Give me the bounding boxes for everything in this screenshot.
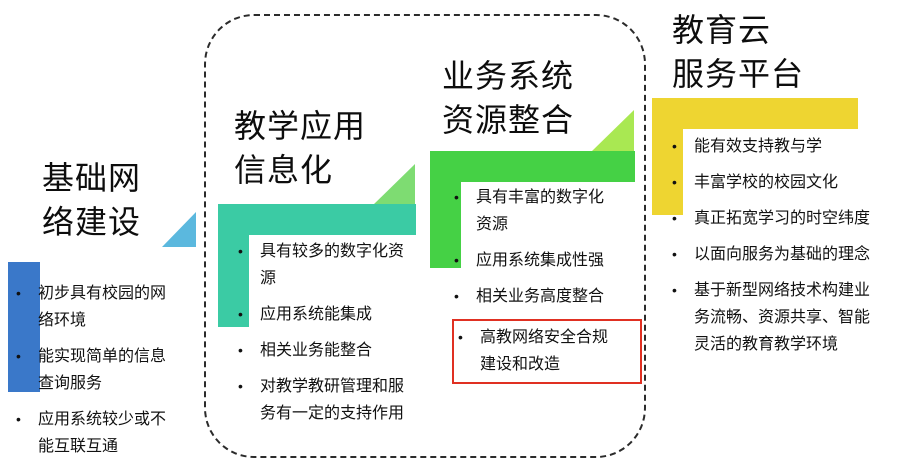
- highlighted-bullet-item: • 高教网络安全合规建设和改造: [452, 319, 642, 384]
- stage1-bullet-list: • 初步具有校园的网络环境 • 能实现简单的信息查询服务 • 应用系统较少或不能…: [14, 280, 172, 469]
- stage3-horizontal-bar: [430, 151, 635, 182]
- bullet-item: • 相关业务高度整合: [452, 283, 608, 310]
- stage3-bullet-list: • 具有丰富的数字化资源 • 应用系统集成性强 • 相关业务高度整合 • 高教网…: [452, 184, 642, 393]
- bullet-dot-icon: •: [238, 342, 243, 358]
- bullet-item: • 真正拓宽学习的时空纬度: [670, 205, 880, 232]
- bullet-dot-icon: •: [238, 306, 243, 322]
- bullet-item: • 应用系统能集成: [236, 301, 412, 328]
- stage1-title-line1: 基础网: [42, 160, 142, 196]
- stage1-ramp-triangle-icon: [162, 212, 196, 247]
- bullet-text: 应用系统能集成: [260, 306, 373, 323]
- bullet-text: 相关业务能整合: [260, 342, 373, 359]
- bullet-text: 对教学教研管理和服务有一定的支持作用: [260, 378, 405, 422]
- stage2-title-line2: 信息化: [234, 152, 334, 188]
- bullet-item: • 丰富学校的校园文化: [670, 169, 880, 196]
- stage2-horizontal-bar: [218, 204, 416, 235]
- bullet-text: 基于新型网络技术构建业务流畅、资源共享、智能灵活的教育教学环境: [694, 282, 871, 353]
- stage4-title: 教育云 服务平台: [672, 8, 804, 96]
- bullet-text: 相关业务高度整合: [476, 288, 605, 305]
- bullet-text: 能有效支持教与学: [694, 138, 823, 155]
- bullet-dot-icon: •: [238, 378, 243, 394]
- bullet-text: 真正拓宽学习的时空纬度: [694, 210, 871, 227]
- stage3-title-line2: 资源整合: [442, 102, 575, 138]
- stage3-title: 业务系统 资源整合: [442, 54, 574, 142]
- bullet-item: • 能实现简单的信息查询服务: [14, 343, 172, 397]
- stage4-horizontal-bar: [652, 98, 858, 129]
- stage4-bullet-list: • 能有效支持教与学 • 丰富学校的校园文化 • 真正拓宽学习的时空纬度 • 以…: [670, 133, 880, 367]
- bullet-dot-icon: •: [16, 348, 21, 364]
- bullet-item: • 初步具有校园的网络环境: [14, 280, 172, 334]
- bullet-item: • 能有效支持教与学: [670, 133, 880, 160]
- bullet-item: • 相关业务能整合: [236, 337, 412, 364]
- bullet-text: 能实现简单的信息查询服务: [38, 348, 167, 392]
- bullet-dot-icon: •: [458, 329, 463, 345]
- bullet-text: 高教网络安全合规建设和改造: [480, 329, 609, 373]
- stage3-title-line1: 业务系统: [442, 58, 575, 94]
- stage1-vertical-bar: [8, 262, 40, 392]
- bullet-dot-icon: •: [16, 411, 21, 427]
- bullet-text: 具有较多的数字化资源: [260, 243, 405, 287]
- bullet-dot-icon: •: [672, 138, 677, 154]
- bullet-text: 具有丰富的数字化资源: [476, 189, 605, 233]
- bullet-text: 应用系统较少或不能互联互通: [38, 411, 167, 455]
- bullet-text: 初步具有校园的网络环境: [38, 285, 167, 329]
- bullet-text: 应用系统集成性强: [476, 252, 605, 269]
- stage4-vertical-bar: [652, 129, 683, 215]
- stage2-title: 教学应用 信息化: [234, 104, 366, 192]
- bullet-dot-icon: •: [454, 252, 459, 268]
- bullet-dot-icon: •: [238, 243, 243, 259]
- stage1-title: 基础网 络建设: [42, 156, 141, 244]
- bullet-item: • 基于新型网络技术构建业务流畅、资源共享、智能灵活的教育教学环境: [670, 277, 880, 358]
- bullet-dot-icon: •: [672, 246, 677, 262]
- stage3-vertical-bar: [430, 182, 461, 268]
- stage2-title-line1: 教学应用: [234, 108, 367, 144]
- bullet-dot-icon: •: [672, 210, 677, 226]
- stage4-title-line2: 服务平台: [672, 56, 805, 92]
- bullet-text: 以面向服务为基础的理念: [694, 246, 871, 263]
- bullet-item: • 以面向服务为基础的理念: [670, 241, 880, 268]
- bullet-item: • 对教学教研管理和服务有一定的支持作用: [236, 373, 412, 427]
- dashed-outline: [204, 14, 646, 458]
- bullet-dot-icon: •: [454, 288, 459, 304]
- bullet-item: • 应用系统集成性强: [452, 247, 608, 274]
- bullet-dot-icon: •: [672, 174, 677, 190]
- bullet-item: • 具有较多的数字化资源: [236, 238, 412, 292]
- stage1-title-line2: 络建设: [42, 204, 142, 240]
- stage2-vertical-bar: [218, 235, 249, 327]
- bullet-dot-icon: •: [672, 282, 677, 298]
- bullet-item: • 具有丰富的数字化资源: [452, 184, 608, 238]
- bullet-dot-icon: •: [16, 285, 21, 301]
- stage4-title-line1: 教育云: [672, 12, 772, 48]
- stage2-bullet-list: • 具有较多的数字化资源 • 应用系统能集成 • 相关业务能整合 • 对教学教研…: [236, 238, 412, 436]
- bullet-text: 丰富学校的校园文化: [694, 174, 839, 191]
- bullet-dot-icon: •: [454, 189, 459, 205]
- bullet-item: • 应用系统较少或不能互联互通: [14, 406, 172, 460]
